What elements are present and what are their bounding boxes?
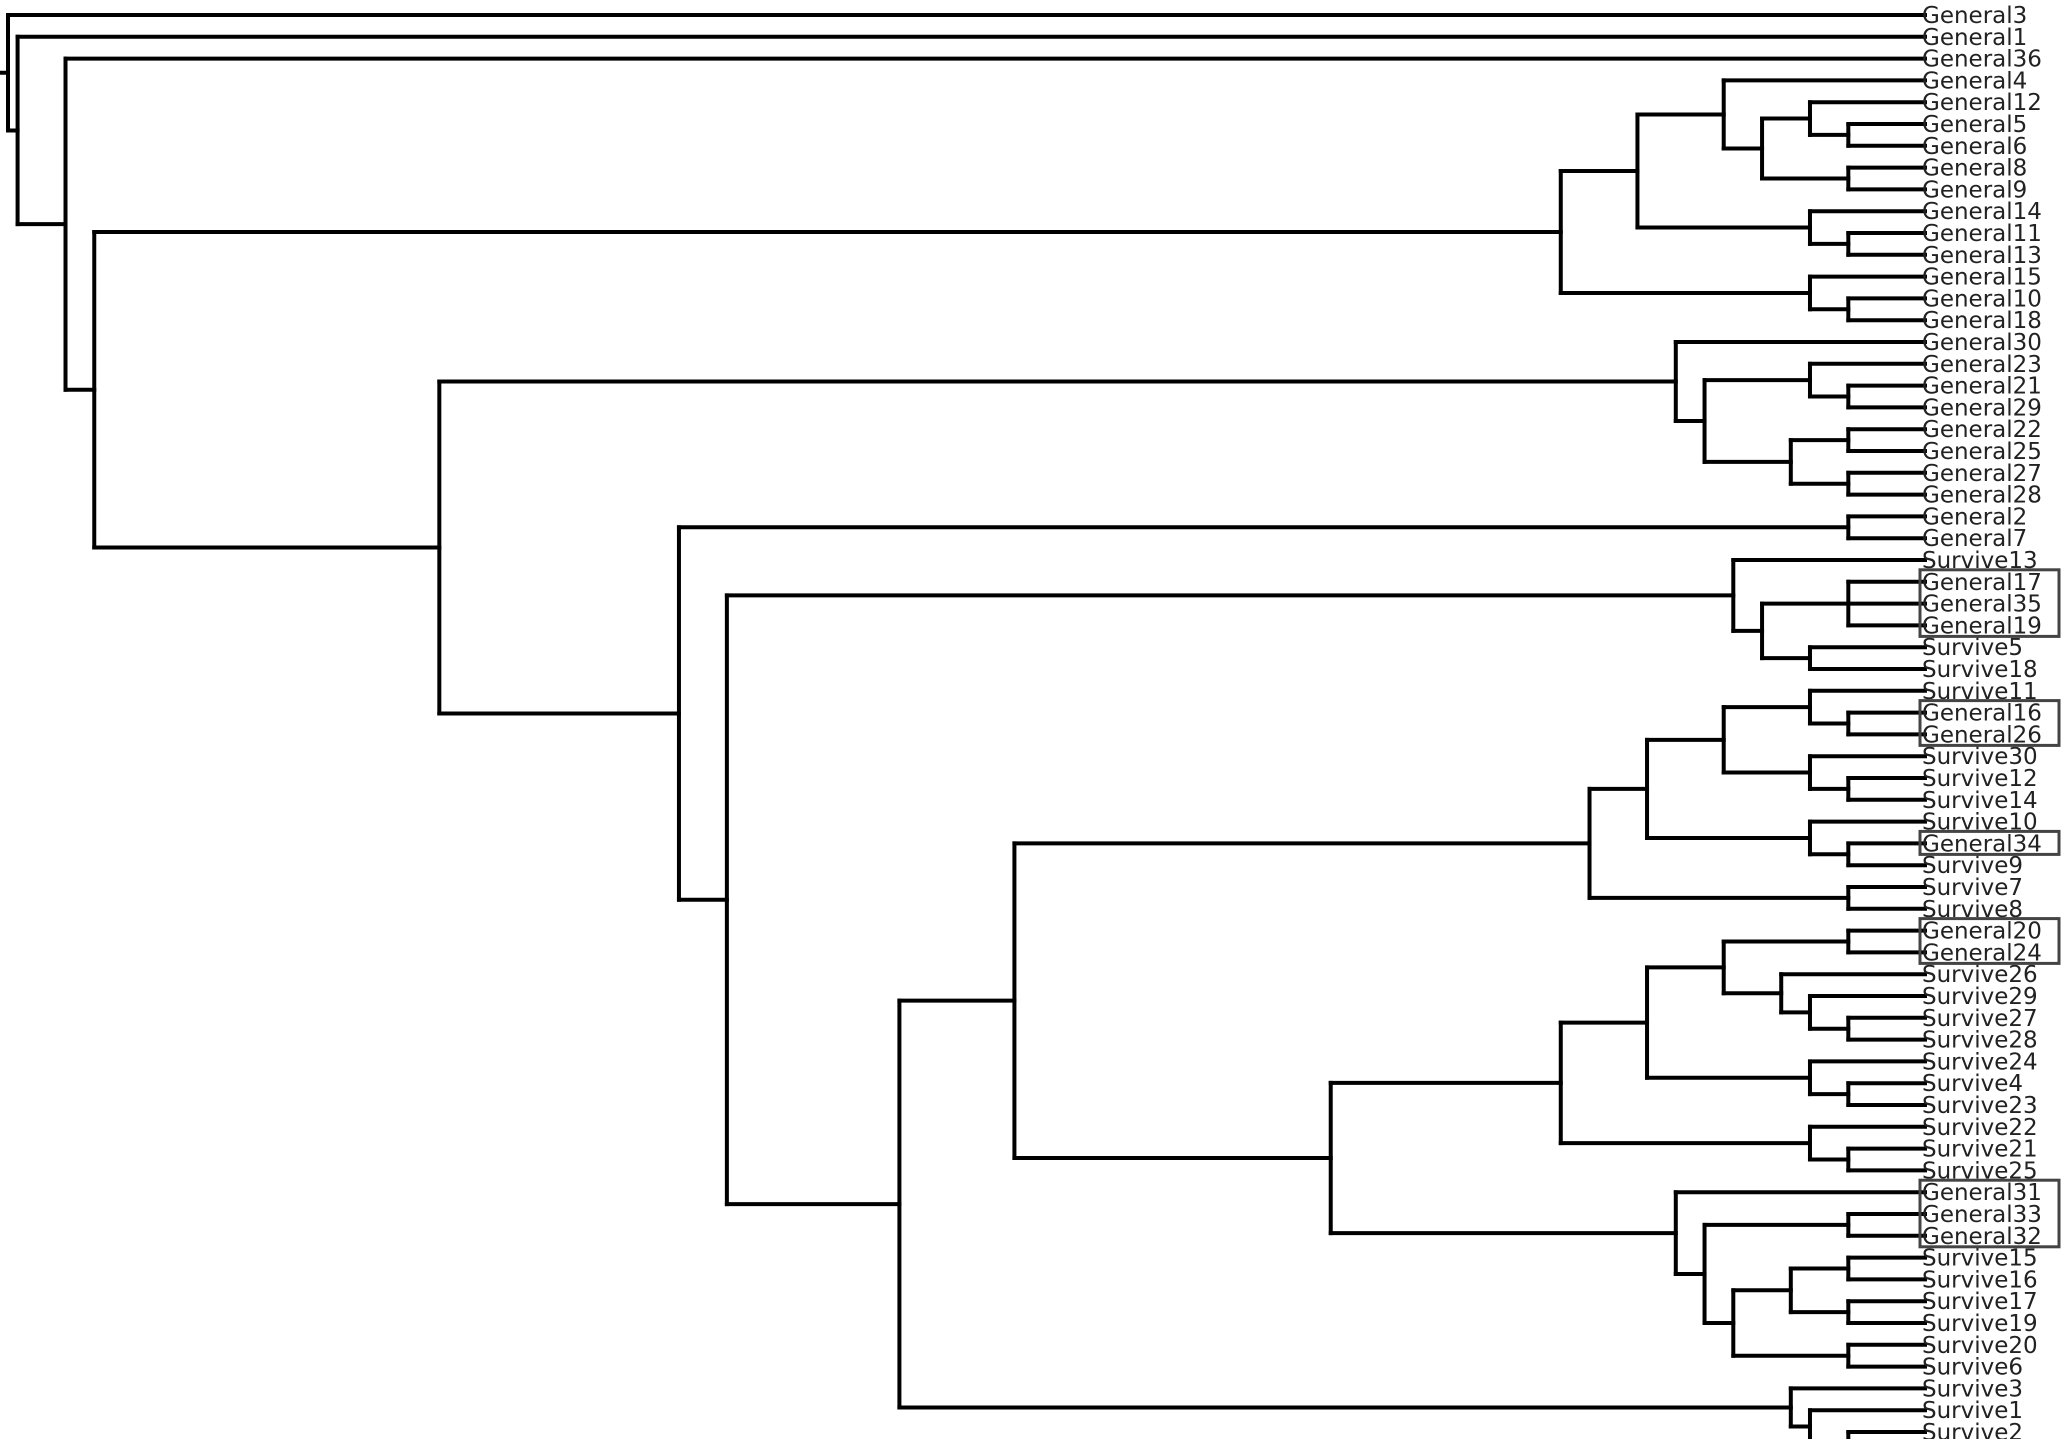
- highlight-boxes: [1918, 568, 2061, 1249]
- leaf-label-survive29: Survive29: [1922, 984, 2038, 1010]
- highlight-box-1: [1918, 699, 2061, 747]
- leaf-label-survive9: Survive9: [1922, 853, 2023, 879]
- leaf-label-survive28: Survive28: [1922, 1028, 2038, 1054]
- leaf-label-survive14: Survive14: [1922, 788, 2038, 814]
- leaf-label-general31: General31: [1922, 1180, 2042, 1206]
- leaf-label-survive23: Survive23: [1922, 1093, 2038, 1119]
- leaf-label-survive1: Survive1: [1922, 1398, 2023, 1424]
- leaf-label-general8: General8: [1922, 156, 2027, 182]
- leaf-label-general20: General20: [1922, 919, 2042, 945]
- highlight-box-3: [1918, 917, 2061, 965]
- highlight-box-2: [1918, 829, 2061, 856]
- leaf-label-general29: General29: [1922, 395, 2042, 421]
- leaf-label-general18: General18: [1922, 308, 2042, 334]
- leaf-label-survive30: Survive30: [1922, 744, 2038, 770]
- leaf-label-survive17: Survive17: [1922, 1289, 2038, 1315]
- leaf-label-general27: General27: [1922, 461, 2042, 487]
- leaf-label-general35: General35: [1922, 592, 2042, 618]
- leaf-label-general11: General11: [1922, 221, 2042, 247]
- leaf-label-general21: General21: [1922, 374, 2042, 400]
- leaf-label-survive18: Survive18: [1922, 657, 2038, 683]
- leaf-label-general2: General2: [1922, 504, 2027, 530]
- leaf-label-survive19: Survive19: [1922, 1311, 2038, 1337]
- leaf-label-survive27: Survive27: [1922, 1006, 2038, 1032]
- leaf-label-survive15: Survive15: [1922, 1246, 2038, 1272]
- highlight-box-0: [1918, 568, 2061, 638]
- leaf-label-general30: General30: [1922, 330, 2042, 356]
- leaf-label-general6: General6: [1922, 134, 2027, 160]
- leaf-label-general10: General10: [1922, 286, 2042, 312]
- leaf-label-general17: General17: [1922, 570, 2042, 596]
- leaf-label-general33: General33: [1922, 1202, 2042, 1228]
- leaf-label-survive22: Survive22: [1922, 1115, 2038, 1141]
- leaf-label-general3: General3: [1922, 3, 2027, 29]
- leaf-label-survive21: Survive21: [1922, 1137, 2038, 1163]
- leaf-labels: General3General1General36General4General…: [1922, 3, 2042, 1439]
- leaf-label-survive12: Survive12: [1922, 766, 2038, 792]
- leaf-label-survive2: Survive2: [1922, 1420, 2023, 1439]
- leaf-label-general25: General25: [1922, 439, 2042, 465]
- leaf-label-survive26: Survive26: [1922, 962, 2038, 988]
- leaf-label-survive6: Survive6: [1922, 1355, 2023, 1381]
- leaf-label-survive7: Survive7: [1922, 875, 2023, 901]
- leaf-label-general36: General36: [1922, 47, 2042, 73]
- leaf-label-general16: General16: [1922, 701, 2042, 727]
- leaf-label-survive20: Survive20: [1922, 1333, 2038, 1359]
- leaf-label-general9: General9: [1922, 177, 2027, 203]
- leaf-label-general15: General15: [1922, 265, 2042, 291]
- leaf-label-survive16: Survive16: [1922, 1267, 2038, 1293]
- leaf-label-general13: General13: [1922, 243, 2042, 269]
- leaf-label-survive24: Survive24: [1922, 1049, 2038, 1075]
- leaf-label-general14: General14: [1922, 199, 2042, 225]
- highlight-box-4: [1918, 1178, 2061, 1249]
- leaf-label-survive4: Survive4: [1922, 1071, 2023, 1097]
- leaf-label-general28: General28: [1922, 483, 2042, 509]
- leaf-label-general12: General12: [1922, 90, 2042, 116]
- leaf-label-survive3: Survive3: [1922, 1376, 2023, 1402]
- leaf-label-survive5: Survive5: [1922, 635, 2023, 661]
- leaf-label-general23: General23: [1922, 352, 2042, 378]
- leaf-label-general22: General22: [1922, 417, 2042, 443]
- leaf-label-general4: General4: [1922, 68, 2027, 94]
- dendrogram-branches: [0, 13, 1927, 1439]
- leaf-label-general5: General5: [1922, 112, 2027, 138]
- leaf-label-general7: General7: [1922, 526, 2027, 552]
- leaf-label-general1: General1: [1922, 25, 2027, 51]
